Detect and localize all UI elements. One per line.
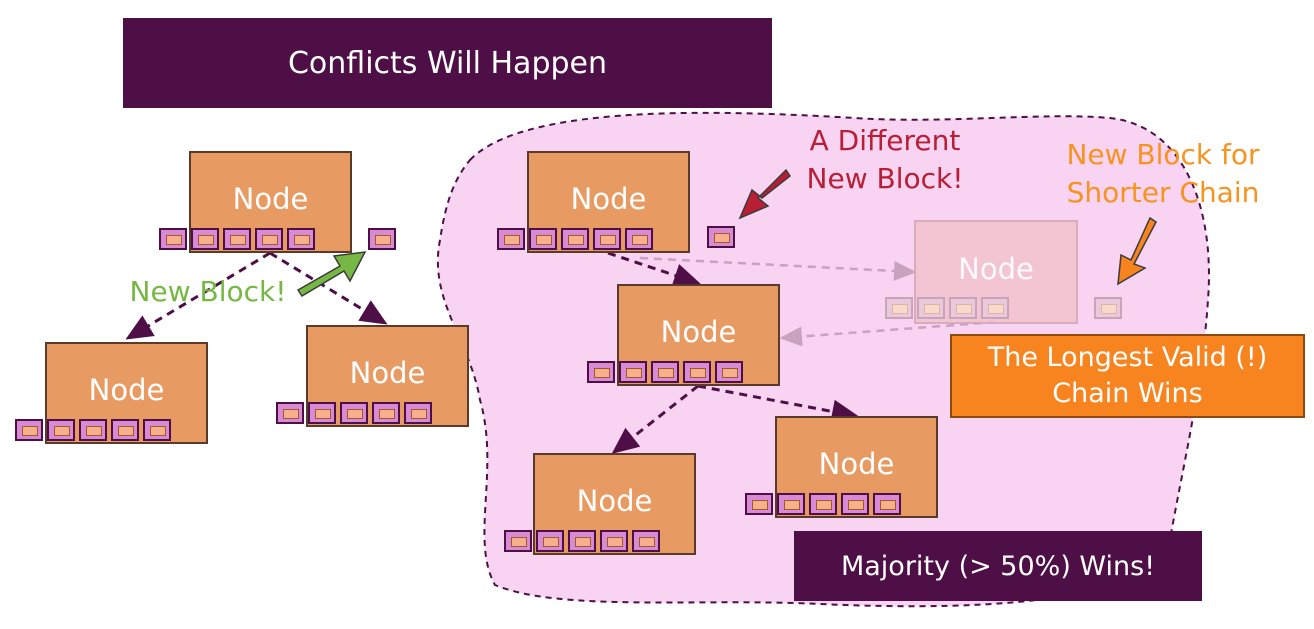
different-new-block (707, 226, 739, 248)
longest-chain-callout: The Longest Valid (!) Chain Wins (950, 334, 1305, 418)
shorter-chain-new-block (1094, 297, 1126, 319)
slide-title: Conflicts Will Happen (123, 18, 772, 108)
block-icon (683, 361, 711, 383)
block-icon (372, 402, 400, 424)
new-block-label: New Block! (129, 275, 287, 308)
block-icon (191, 228, 219, 250)
node-label: Node (660, 315, 737, 349)
new-block-icon (707, 226, 735, 248)
new-block-left (368, 228, 400, 250)
block-icon (504, 530, 532, 552)
majority-callout: Majority (> 50%) Wins! (794, 531, 1202, 601)
shorter-chain-label-line1: New Block for (1066, 138, 1260, 171)
block-icon (276, 402, 304, 424)
block-icon (949, 297, 977, 319)
edge-top-to-faded (639, 256, 917, 281)
block-icon (777, 493, 805, 515)
block-icon (715, 361, 743, 383)
block-icon (587, 361, 615, 383)
block-icon (917, 297, 945, 319)
block-icon (885, 297, 913, 319)
block-icon (625, 228, 653, 250)
block-icon (404, 402, 432, 424)
blockchain-left-top (159, 228, 319, 250)
node-label: Node (958, 252, 1034, 286)
block-icon (340, 402, 368, 424)
new-block-arrow-icon (296, 251, 367, 298)
different-block-label-line1: A Different (809, 124, 961, 157)
block-icon (529, 228, 557, 250)
block-icon (497, 228, 525, 250)
block-icon (809, 493, 837, 515)
node-label: Node (232, 182, 309, 216)
shorter-chain-arrow-icon (1117, 216, 1157, 286)
block-icon (15, 419, 43, 441)
majority-callout-text: Majority (> 50%) Wins! (840, 550, 1156, 582)
different-block-label: A Different New Block! (790, 122, 980, 198)
block-icon (619, 361, 647, 383)
block-icon (159, 228, 187, 250)
block-icon (287, 228, 315, 250)
blockchain-left-bottom-right (276, 402, 436, 424)
block-icon (841, 493, 869, 515)
blockchain-right-middle (587, 361, 747, 383)
different-block-label-line2: New Block! (806, 162, 964, 195)
blockchain-right-bottom-right (745, 493, 905, 515)
block-icon (632, 530, 660, 552)
block-icon (600, 530, 628, 552)
block-icon (745, 493, 773, 515)
node-label: Node (818, 447, 895, 481)
blockchain-left-bottom-left (15, 419, 175, 441)
node-label: Node (576, 484, 653, 518)
block-icon (223, 228, 251, 250)
block-icon (308, 402, 336, 424)
node-label: Node (349, 356, 426, 390)
block-icon (255, 228, 283, 250)
edge-left-to-bottom-right (269, 251, 388, 325)
block-icon (111, 419, 139, 441)
slide-title-text: Conflicts Will Happen (287, 45, 607, 81)
edge-top-to-middle (607, 251, 701, 287)
blockchain-right-top (497, 228, 657, 250)
block-icon (143, 419, 171, 441)
block-icon (561, 228, 589, 250)
longest-chain-line2: Chain Wins (1052, 378, 1203, 409)
different-block-arrow-icon (738, 168, 792, 220)
longest-chain-line1: The Longest Valid (!) (987, 342, 1268, 373)
shorter-chain-label-line2: Shorter Chain (1066, 176, 1260, 209)
edge-faded-to-middle (779, 320, 997, 347)
edge-middle-to-bottom-left (611, 384, 699, 454)
block-icon (79, 419, 107, 441)
block-icon (873, 493, 901, 515)
node-label: Node (570, 182, 647, 216)
block-icon (536, 530, 564, 552)
blockchain-faded (885, 297, 1013, 319)
block-icon (651, 361, 679, 383)
node-label: Node (88, 373, 165, 407)
new-block-icon (368, 228, 396, 250)
blockchain-right-bottom-left (504, 530, 664, 552)
shorter-chain-label: New Block for Shorter Chain (1050, 136, 1276, 212)
block-icon (981, 297, 1009, 319)
block-icon (568, 530, 596, 552)
block-icon (593, 228, 621, 250)
block-icon (47, 419, 75, 441)
new-block-icon (1094, 297, 1122, 319)
